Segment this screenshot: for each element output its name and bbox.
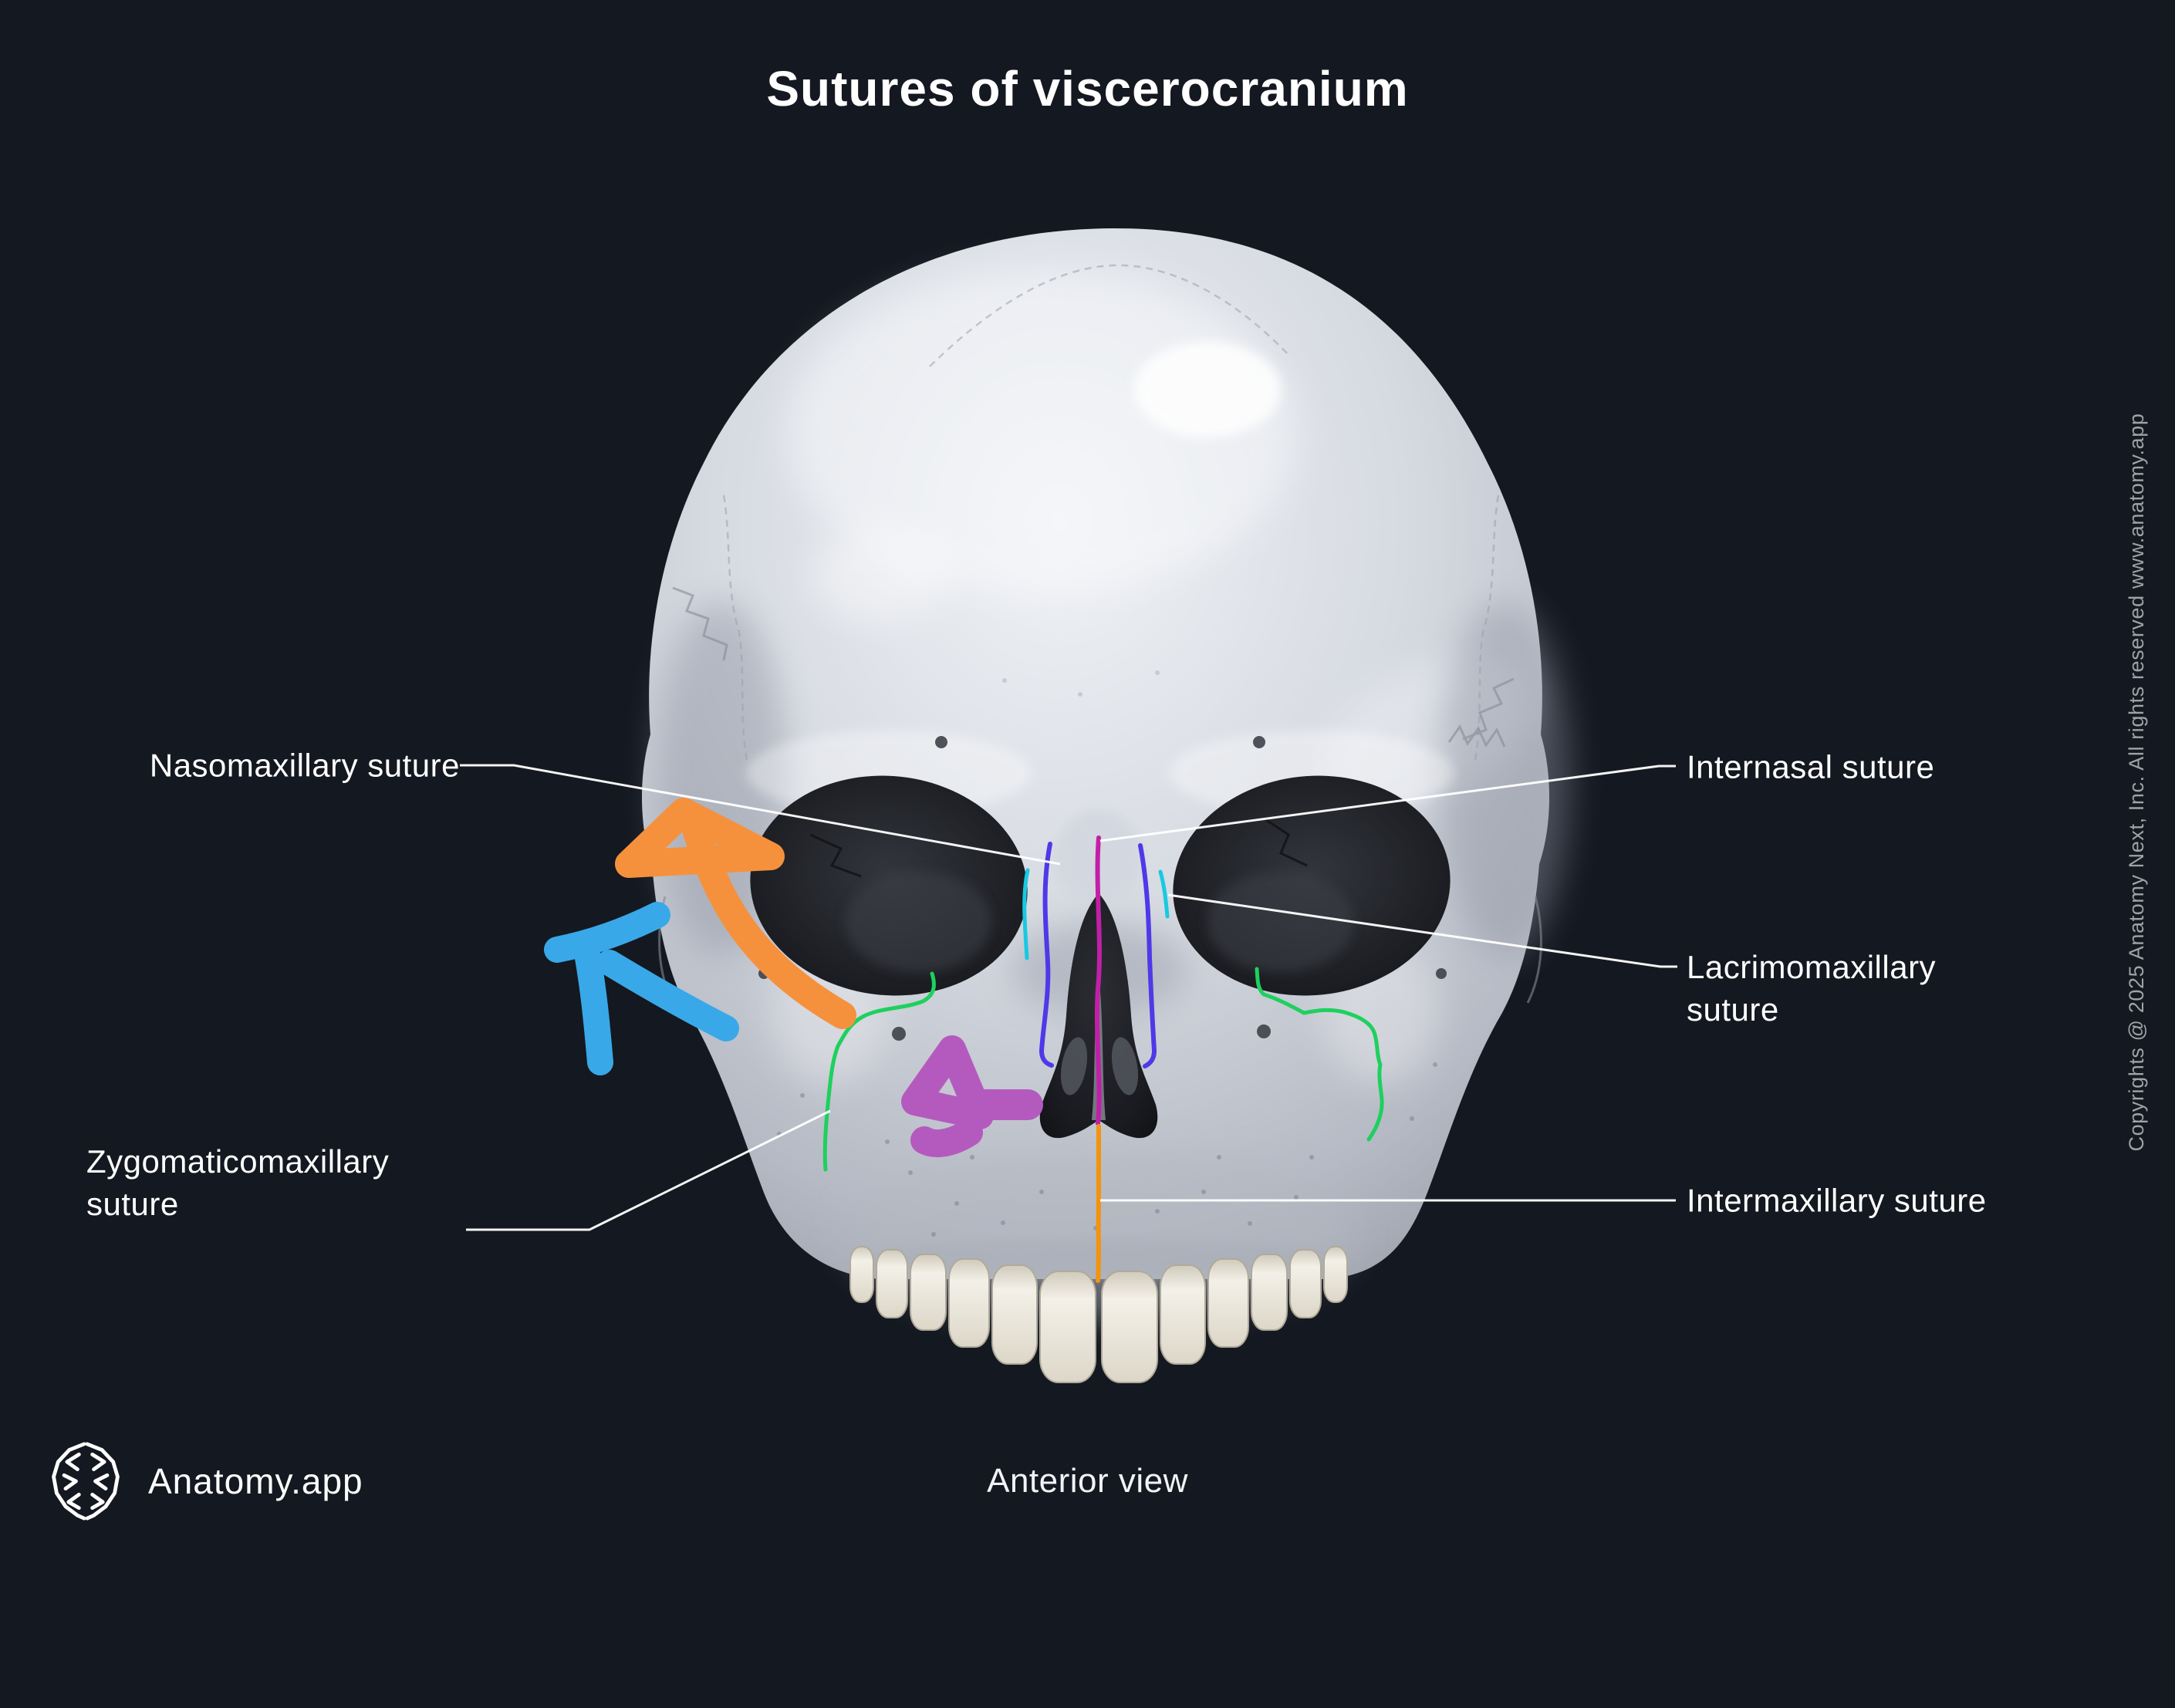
nasomaxillary-suture-line-left [1039, 842, 1054, 1068]
label-lacrimomaxillary-suture: Lacrimomaxillary suture [1687, 949, 1937, 1028]
suture-highlights [822, 835, 1384, 1283]
purple-scribble-annotation [901, 1035, 1043, 1158]
leader-lines [460, 764, 1677, 1231]
zygomaticomaxillary-suture-line-left [822, 971, 936, 1172]
label-intermaxillary-suture: Intermaxillary suture [1687, 1182, 1987, 1219]
cranial-seams [722, 264, 1500, 761]
skull-illustration [460, 228, 1677, 1383]
label-internasal-suture: Internasal suture [1687, 748, 1935, 785]
label-zygomaticomaxillary-suture: Zygomaticomaxillary suture [86, 1143, 390, 1222]
page-title: Sutures of viscerocranium [766, 61, 1409, 116]
lacrimomaxillary-suture-line-left [1022, 868, 1030, 960]
brand-name: Anatomy.app [148, 1461, 363, 1501]
bone-speckles [777, 670, 1437, 1237]
anatomy-figure: Sutures of viscerocranium Nasomaxillary … [45, 61, 2148, 1524]
intermaxillary-suture-line [1096, 1124, 1102, 1283]
leader-internasal [1099, 765, 1676, 842]
view-caption: Anterior view [987, 1462, 1188, 1500]
brand-row: Anatomy.app [45, 1438, 363, 1524]
lacrimomaxillary-suture-line-right [1158, 869, 1170, 919]
copyright-text: Copyrights @ 2025 Anatomy Next, Inc. All… [2125, 413, 2148, 1152]
leader-zygomaticomaxillary [466, 1109, 831, 1231]
leader-lacrimomaxillary [1167, 893, 1677, 968]
label-nasomaxillary-suture: Nasomaxillary suture [149, 747, 460, 784]
zygomaticomaxillary-suture-line-right [1255, 967, 1384, 1142]
leader-nasomaxillary [460, 764, 1061, 866]
orange-arrow-annotation [615, 798, 856, 1029]
skull-body [641, 228, 1570, 1383]
brain-logo-icon [52, 1442, 120, 1521]
blue-arrow-annotation [544, 902, 739, 1075]
nasomaxillary-suture-line-right [1138, 843, 1157, 1068]
eye-sockets [750, 775, 1451, 996]
internasal-suture-line [1094, 835, 1102, 1126]
upper-teeth [849, 1246, 1348, 1383]
temporal-cracks [658, 586, 1542, 1004]
